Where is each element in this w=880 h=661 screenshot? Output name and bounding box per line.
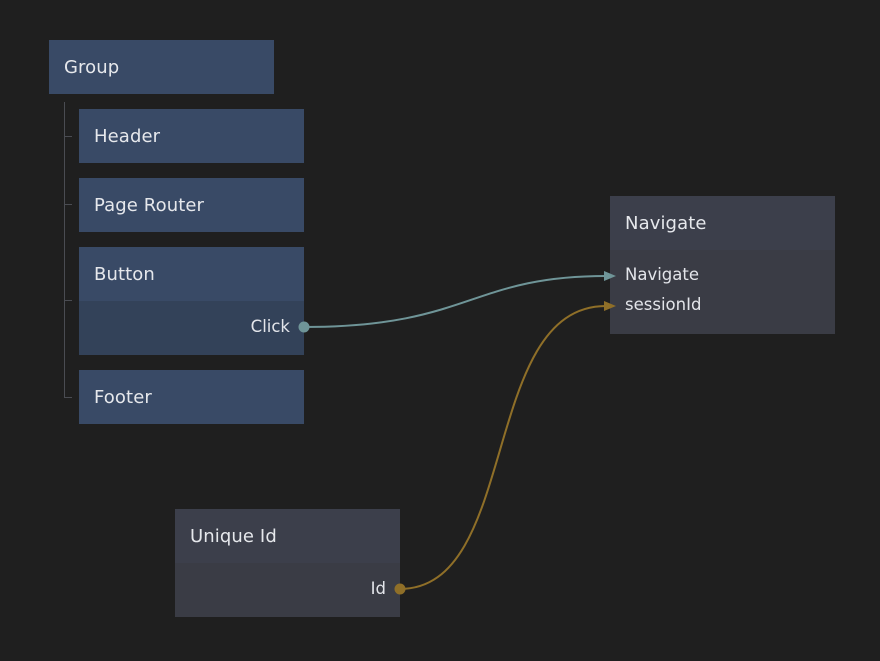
hierarchy-trunk-line	[64, 102, 65, 398]
page-router-node[interactable]: Page Router	[79, 178, 304, 232]
header-node-title: Header	[94, 125, 161, 147]
footer-node-title: Footer	[94, 386, 152, 408]
footer-node[interactable]: Footer	[79, 370, 304, 424]
button-node-title: Button	[94, 263, 155, 285]
hierarchy-branch-button	[64, 300, 72, 301]
signal-connection-wire[interactable]	[303, 275, 607, 328]
unique-id-node-ports: Id	[175, 563, 400, 617]
group-node[interactable]: Group	[49, 40, 274, 94]
button-node-ports: Click	[79, 301, 304, 355]
hierarchy-branch-footer	[64, 397, 72, 398]
page-router-node-title: Page Router	[94, 194, 205, 216]
id-output-port-label[interactable]: Id	[370, 579, 386, 598]
navigate-input-port-label[interactable]: Navigate	[625, 265, 700, 284]
button-node[interactable]: Button Click	[79, 247, 304, 355]
hierarchy-branch-header	[64, 136, 72, 137]
navigate-node[interactable]: Navigate Navigate sessionId	[610, 196, 835, 334]
sessionid-input-port-label[interactable]: sessionId	[625, 295, 702, 314]
navigate-node-title: Navigate	[610, 196, 835, 250]
click-output-port-label[interactable]: Click	[250, 317, 290, 336]
hierarchy-branch-page-router	[64, 204, 72, 205]
data-connection-wire[interactable]	[399, 305, 607, 590]
unique-id-node-title: Unique Id	[175, 509, 400, 563]
unique-id-node[interactable]: Unique Id Id	[175, 509, 400, 617]
navigate-node-ports: Navigate sessionId	[610, 250, 835, 334]
header-node[interactable]: Header	[79, 109, 304, 163]
group-node-title: Group	[64, 56, 120, 78]
